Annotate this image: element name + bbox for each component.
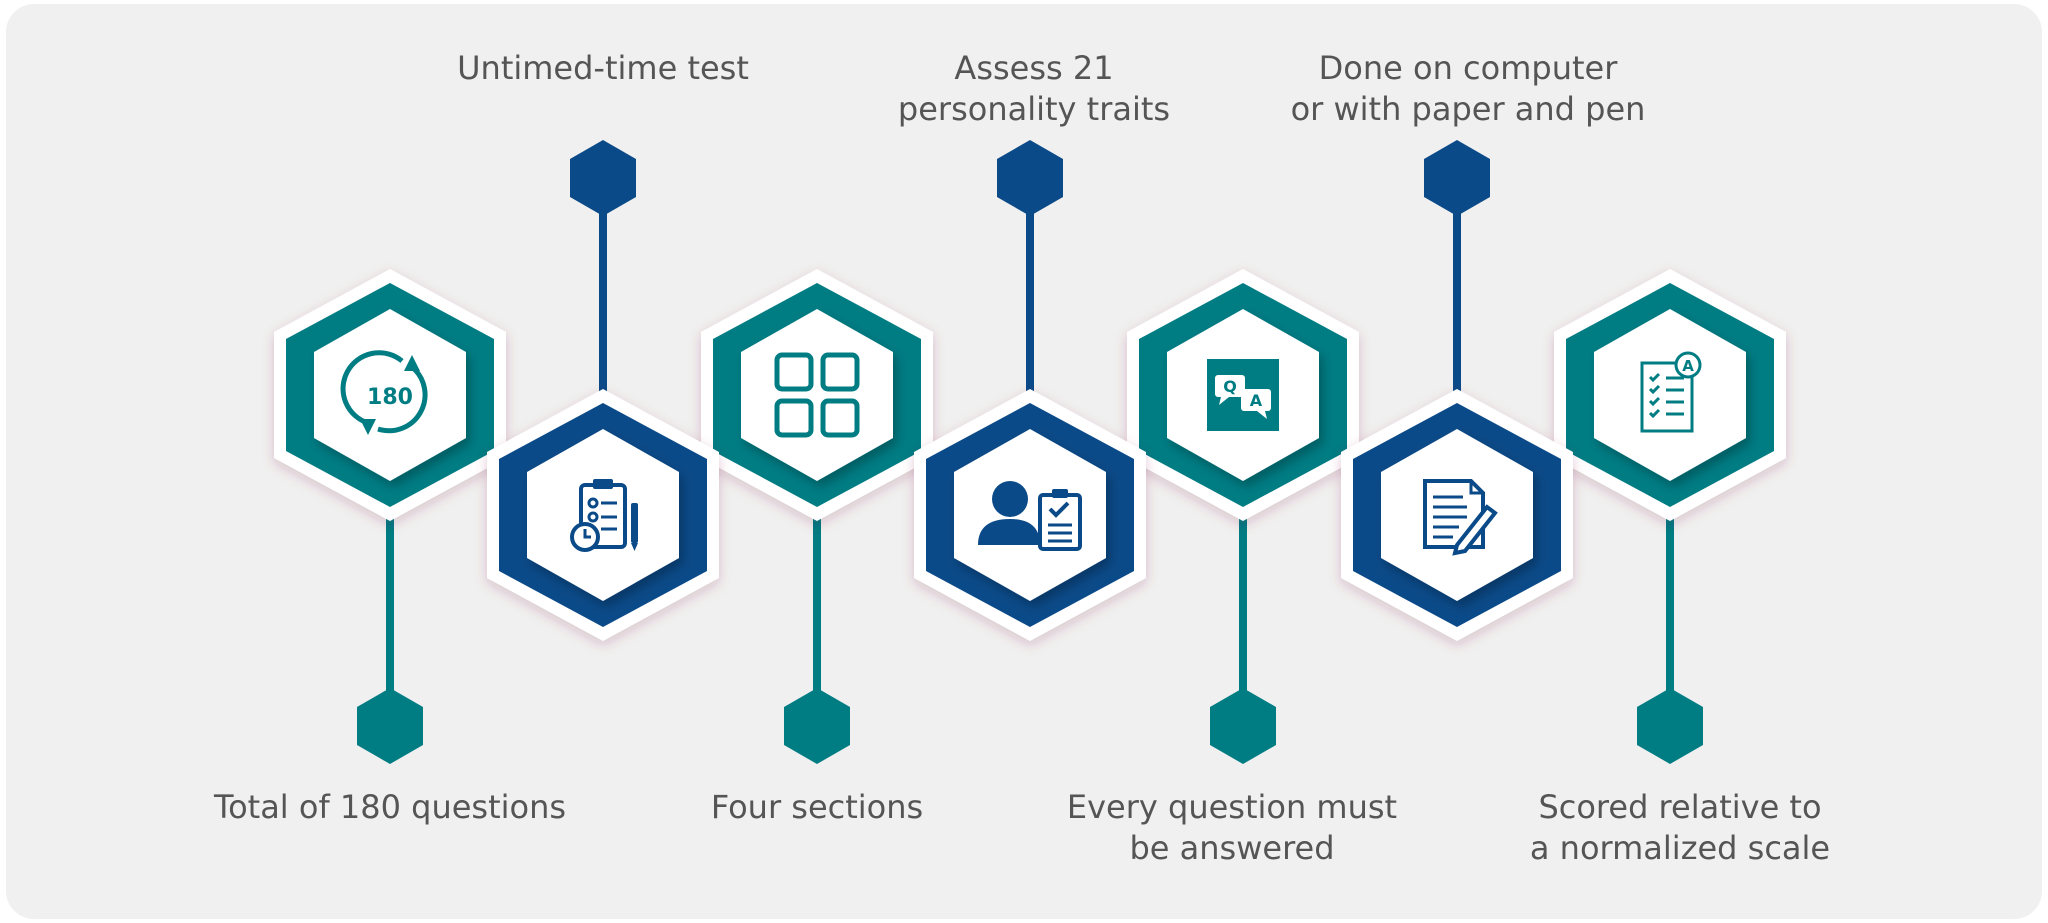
step-label-1: Total of 180 questions — [213, 788, 567, 826]
graded-checklist-icon: A — [1640, 351, 1702, 433]
step-hexagon-7: A — [1554, 269, 1786, 521]
180-refresh-icon: 180 — [340, 350, 428, 435]
qa-q-text: Q — [1223, 377, 1237, 396]
step-hexagon-4 — [914, 389, 1146, 641]
person-checklist-icon — [978, 481, 1082, 551]
hexagon-inner-6 — [1381, 429, 1533, 601]
hexagon-inner-2 — [527, 429, 679, 601]
end-marker-2 — [570, 140, 636, 216]
hexagon-inner-4 — [954, 429, 1106, 601]
end-marker-7 — [1637, 688, 1703, 764]
end-marker-3 — [784, 688, 850, 764]
hexagon-inner-7 — [1594, 309, 1746, 481]
end-marker-6 — [1424, 140, 1490, 216]
step-label-7: Scored relative to a normalized scale — [1529, 788, 1831, 867]
grade-a-text: A — [1682, 357, 1694, 375]
end-marker-1 — [357, 688, 423, 764]
180-badge-text: 180 — [367, 385, 413, 410]
paper-pen-icon — [1423, 479, 1498, 556]
qa-chat-icon: Q A — [1207, 359, 1279, 431]
step-hexagon-2 — [487, 389, 719, 641]
step-label-3: Four sections — [710, 788, 924, 826]
end-marker-4 — [997, 140, 1063, 216]
step-label-4: Assess 21 personality traits — [897, 49, 1171, 128]
step-hexagon-3 — [701, 269, 933, 521]
step-label-5: Every question must be answered — [1066, 788, 1398, 867]
four-squares-icon — [774, 352, 860, 438]
hexagon-inner-3 — [741, 309, 893, 481]
step-hexagon-1: 180 — [274, 269, 506, 521]
connector-lines — [386, 188, 1674, 700]
step-hexagon-5: Q A — [1127, 269, 1359, 521]
end-marker-5 — [1210, 688, 1276, 764]
step-label-2: Untimed-time test — [457, 49, 749, 87]
hexagon-inner-1 — [314, 309, 466, 481]
qa-a-text: A — [1250, 391, 1263, 410]
step-hexagon-6 — [1341, 389, 1573, 641]
step-label-6: Done on computer or with paper and pen — [1290, 49, 1646, 128]
clipboard-timer-icon — [570, 479, 638, 552]
